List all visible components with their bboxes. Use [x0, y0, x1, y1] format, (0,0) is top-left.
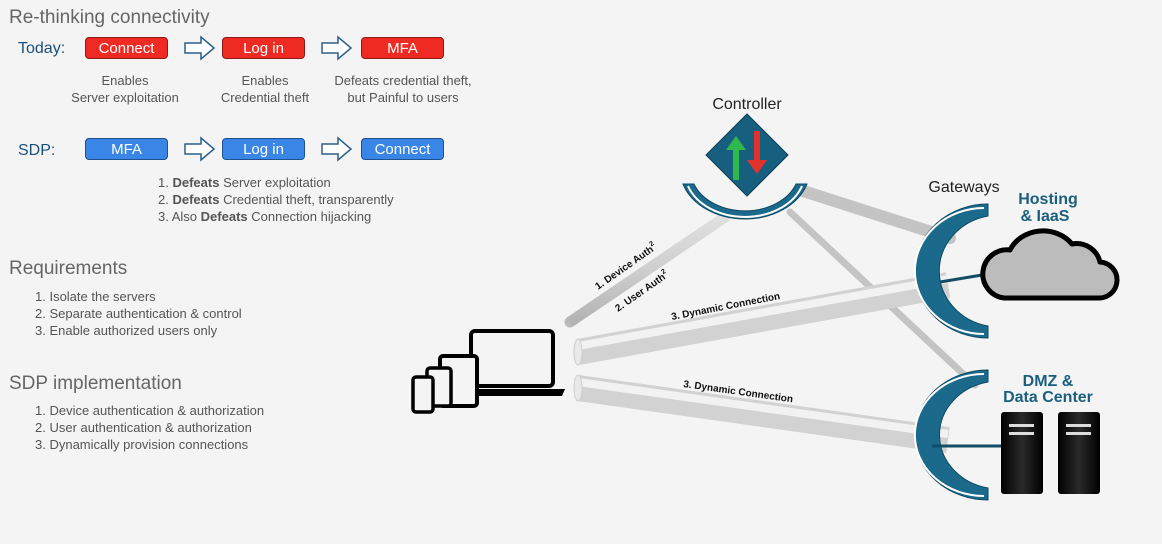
server-icon	[1001, 412, 1043, 494]
requirements-list: 1. Isolate the servers 2. Separate authe…	[35, 288, 242, 339]
data-center-label: Data Center	[1003, 389, 1093, 406]
iaas-label: & IaaS	[1021, 208, 1070, 225]
today-login-step: Log in	[222, 37, 305, 59]
controller-gateway-link	[794, 184, 956, 244]
list-item: 3. Enable authorized users only	[35, 323, 218, 338]
arrow-right-icon	[184, 136, 216, 162]
today-label: Today:	[18, 40, 66, 57]
auth-connection-tube	[564, 209, 734, 328]
arrow-right-icon	[321, 35, 353, 61]
implementation-list: 1. Device authentication & authorization…	[35, 402, 264, 453]
sdp-label: SDP:	[18, 142, 56, 159]
requirements-heading: Requirements	[9, 258, 128, 279]
page-title: Re-thinking connectivity	[9, 7, 210, 28]
sdp-mfa-step: MFA	[85, 138, 168, 160]
today-mfa-step: MFA	[361, 37, 444, 59]
list-item: 2. Defeats Credential theft, transparent…	[158, 192, 394, 207]
list-item: 1. Defeats Server exploitation	[158, 175, 331, 190]
list-item: 2. Separate authentication & control	[35, 306, 242, 321]
controller-label: Controller	[712, 96, 782, 113]
gateways-label: Gateways	[928, 179, 999, 196]
controller-icon	[705, 113, 789, 197]
list-item: 1. Isolate the servers	[35, 289, 156, 304]
arrow-right-icon	[321, 136, 353, 162]
devices-icon	[411, 329, 565, 414]
dynamic-connection-dmz	[576, 375, 950, 453]
today-connect-step: Connect	[85, 37, 168, 59]
today-caption-mfa: Defeats credential theft,but Painful to …	[334, 73, 472, 105]
list-item: 2. User authentication & authorization	[35, 420, 252, 435]
list-item: 3. Dynamically provision connections	[35, 437, 249, 452]
sdp-login-step: Log in	[222, 138, 305, 160]
dynamic-connection-hosting	[575, 272, 951, 365]
implementation-heading: SDP implementation	[9, 373, 182, 394]
list-item: 1. Device authentication & authorization	[35, 403, 265, 418]
server-icon	[1058, 412, 1100, 494]
dmz-label: DMZ &	[1023, 373, 1074, 390]
list-item: 3. Also Defeats Connection hijacking	[158, 209, 372, 224]
sdp-benefits-list: 1. Defeats Server exploitation 2. Defeat…	[158, 174, 394, 225]
gateway-dmz-shield-icon	[914, 369, 989, 501]
hosting-label: Hosting	[1018, 191, 1078, 208]
sdp-connect-step: Connect	[361, 138, 444, 160]
arrow-right-icon	[184, 35, 216, 61]
cloud-icon	[980, 228, 1120, 301]
